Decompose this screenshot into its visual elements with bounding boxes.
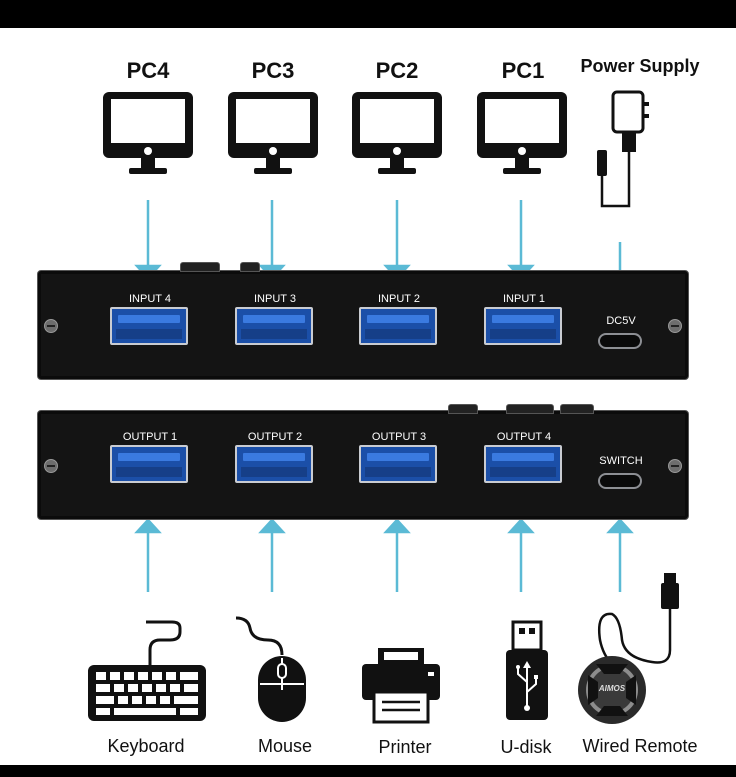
output-3-usb-port[interactable] (359, 445, 437, 483)
dc5v-label: DC5V (606, 315, 636, 327)
pc4-monitor-icon (103, 92, 193, 174)
mouse-icon (235, 616, 306, 722)
input-3-label: INPUT 3 (254, 293, 296, 305)
pc2-monitor-icon (352, 92, 442, 174)
power-supply-label: Power Supply (580, 56, 700, 76)
wired-remote-label: Wired Remote (582, 736, 698, 756)
pc1-label: PC1 (501, 58, 545, 83)
screw (44, 459, 58, 473)
dc5v-power-port[interactable] (598, 333, 642, 349)
input-2-label: INPUT 2 (378, 293, 420, 305)
output-2-usb-port[interactable] (235, 445, 313, 483)
input-1-usb-port[interactable] (484, 307, 562, 345)
output-4-usb-port[interactable] (484, 445, 562, 483)
output-4-label: OUTPUT 4 (496, 431, 552, 443)
pc1-monitor-icon (477, 92, 567, 174)
output-panel: OUTPUT 1 OUTPUT 2 OUTPUT 3 OUTPUT 4 SWIT… (37, 404, 689, 520)
usb-drive-icon (506, 620, 548, 720)
screw (668, 319, 682, 333)
pc4-label: PC4 (126, 58, 170, 83)
input-2-usb-port[interactable] (359, 307, 437, 345)
output-2-label: OUTPUT 2 (247, 431, 303, 443)
output-panel-knob (506, 404, 554, 414)
output-1-label: OUTPUT 1 (122, 431, 178, 443)
keyboard-icon (88, 620, 206, 721)
pc3-label: PC3 (251, 58, 295, 83)
input-panel-knob (180, 262, 220, 272)
power-adapter-icon (597, 90, 649, 208)
input-1-label: INPUT 1 (503, 293, 545, 305)
switch-port[interactable] (598, 473, 642, 489)
input-4-usb-port[interactable] (110, 307, 188, 345)
output-3-label: OUTPUT 3 (371, 431, 427, 443)
input-4-label: INPUT 4 (129, 293, 171, 305)
printer-icon (362, 648, 440, 724)
bottom-border (0, 765, 736, 777)
output-panel-knob (560, 404, 594, 414)
remote-brand-text: AIMOS (598, 684, 626, 693)
keyboard-label: Keyboard (107, 736, 185, 756)
top-border (0, 0, 736, 28)
screw (44, 319, 58, 333)
output-panel-knob (448, 404, 478, 414)
u-disk-label: U-disk (500, 737, 552, 757)
pc3-monitor-icon (228, 92, 318, 174)
wired-remote-icon (578, 573, 679, 724)
input-panel: INPUT 4 INPUT 3 INPUT 2 INPUT 1 DC5V (37, 262, 689, 380)
pc2-label: PC2 (375, 58, 419, 83)
input-3-usb-port[interactable] (235, 307, 313, 345)
output-1-usb-port[interactable] (110, 445, 188, 483)
input-panel-knob (240, 262, 260, 272)
printer-label: Printer (378, 737, 432, 757)
switch-label: SWITCH (599, 455, 643, 467)
screw (668, 459, 682, 473)
mouse-label: Mouse (257, 736, 313, 756)
